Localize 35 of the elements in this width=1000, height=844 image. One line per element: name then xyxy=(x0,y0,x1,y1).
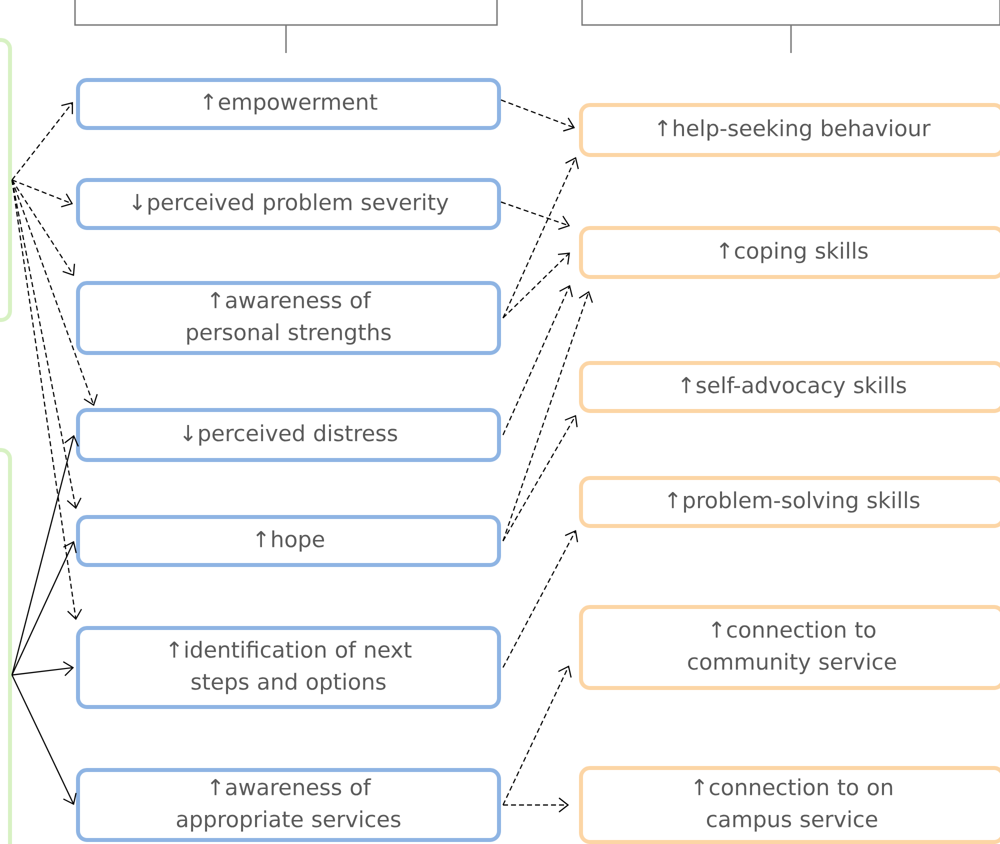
arrow xyxy=(12,661,74,676)
arrow xyxy=(502,156,579,318)
arrow xyxy=(502,666,572,806)
outcome-box: ↑self-advocacy skills xyxy=(579,361,1000,413)
arrow xyxy=(502,252,570,318)
arrow xyxy=(502,285,573,436)
mechanism-box: ↑identification of next steps and options xyxy=(76,626,501,709)
arrow xyxy=(500,99,575,132)
outcome-box: ↑help-seeking behaviour xyxy=(579,103,1000,157)
arrow xyxy=(500,201,570,230)
arrow xyxy=(11,435,79,676)
arrow xyxy=(11,180,82,509)
arrow xyxy=(12,102,73,180)
group-panel xyxy=(0,38,12,322)
mechanism-box: ↓perceived distress xyxy=(76,408,501,462)
outcome-box: ↑connection to community service xyxy=(579,605,1000,690)
mechanism-box: ↑awareness of personal strengths xyxy=(76,281,501,355)
arrow xyxy=(502,291,593,542)
arrow xyxy=(12,180,76,276)
arrow xyxy=(502,415,578,542)
arrow xyxy=(12,179,73,208)
arrow xyxy=(503,798,569,812)
arrow xyxy=(11,674,77,805)
group-panel xyxy=(0,448,12,844)
outcome-box: ↑problem-solving skills xyxy=(579,476,1000,528)
mechanism-box: ↑hope xyxy=(76,515,501,567)
outcome-box: ↑connection to on campus service xyxy=(579,766,1000,844)
mechanism-box: ↑awareness of appropriate services xyxy=(76,768,501,842)
arrow xyxy=(502,530,578,668)
mechanism-box: ↓perceived problem severity xyxy=(76,178,501,230)
arrow xyxy=(11,541,77,676)
mechanism-box: ↑empowerment xyxy=(76,78,501,130)
arrow xyxy=(11,180,98,406)
arrow xyxy=(11,180,82,620)
outcome-box: ↑coping skills xyxy=(579,226,1000,279)
